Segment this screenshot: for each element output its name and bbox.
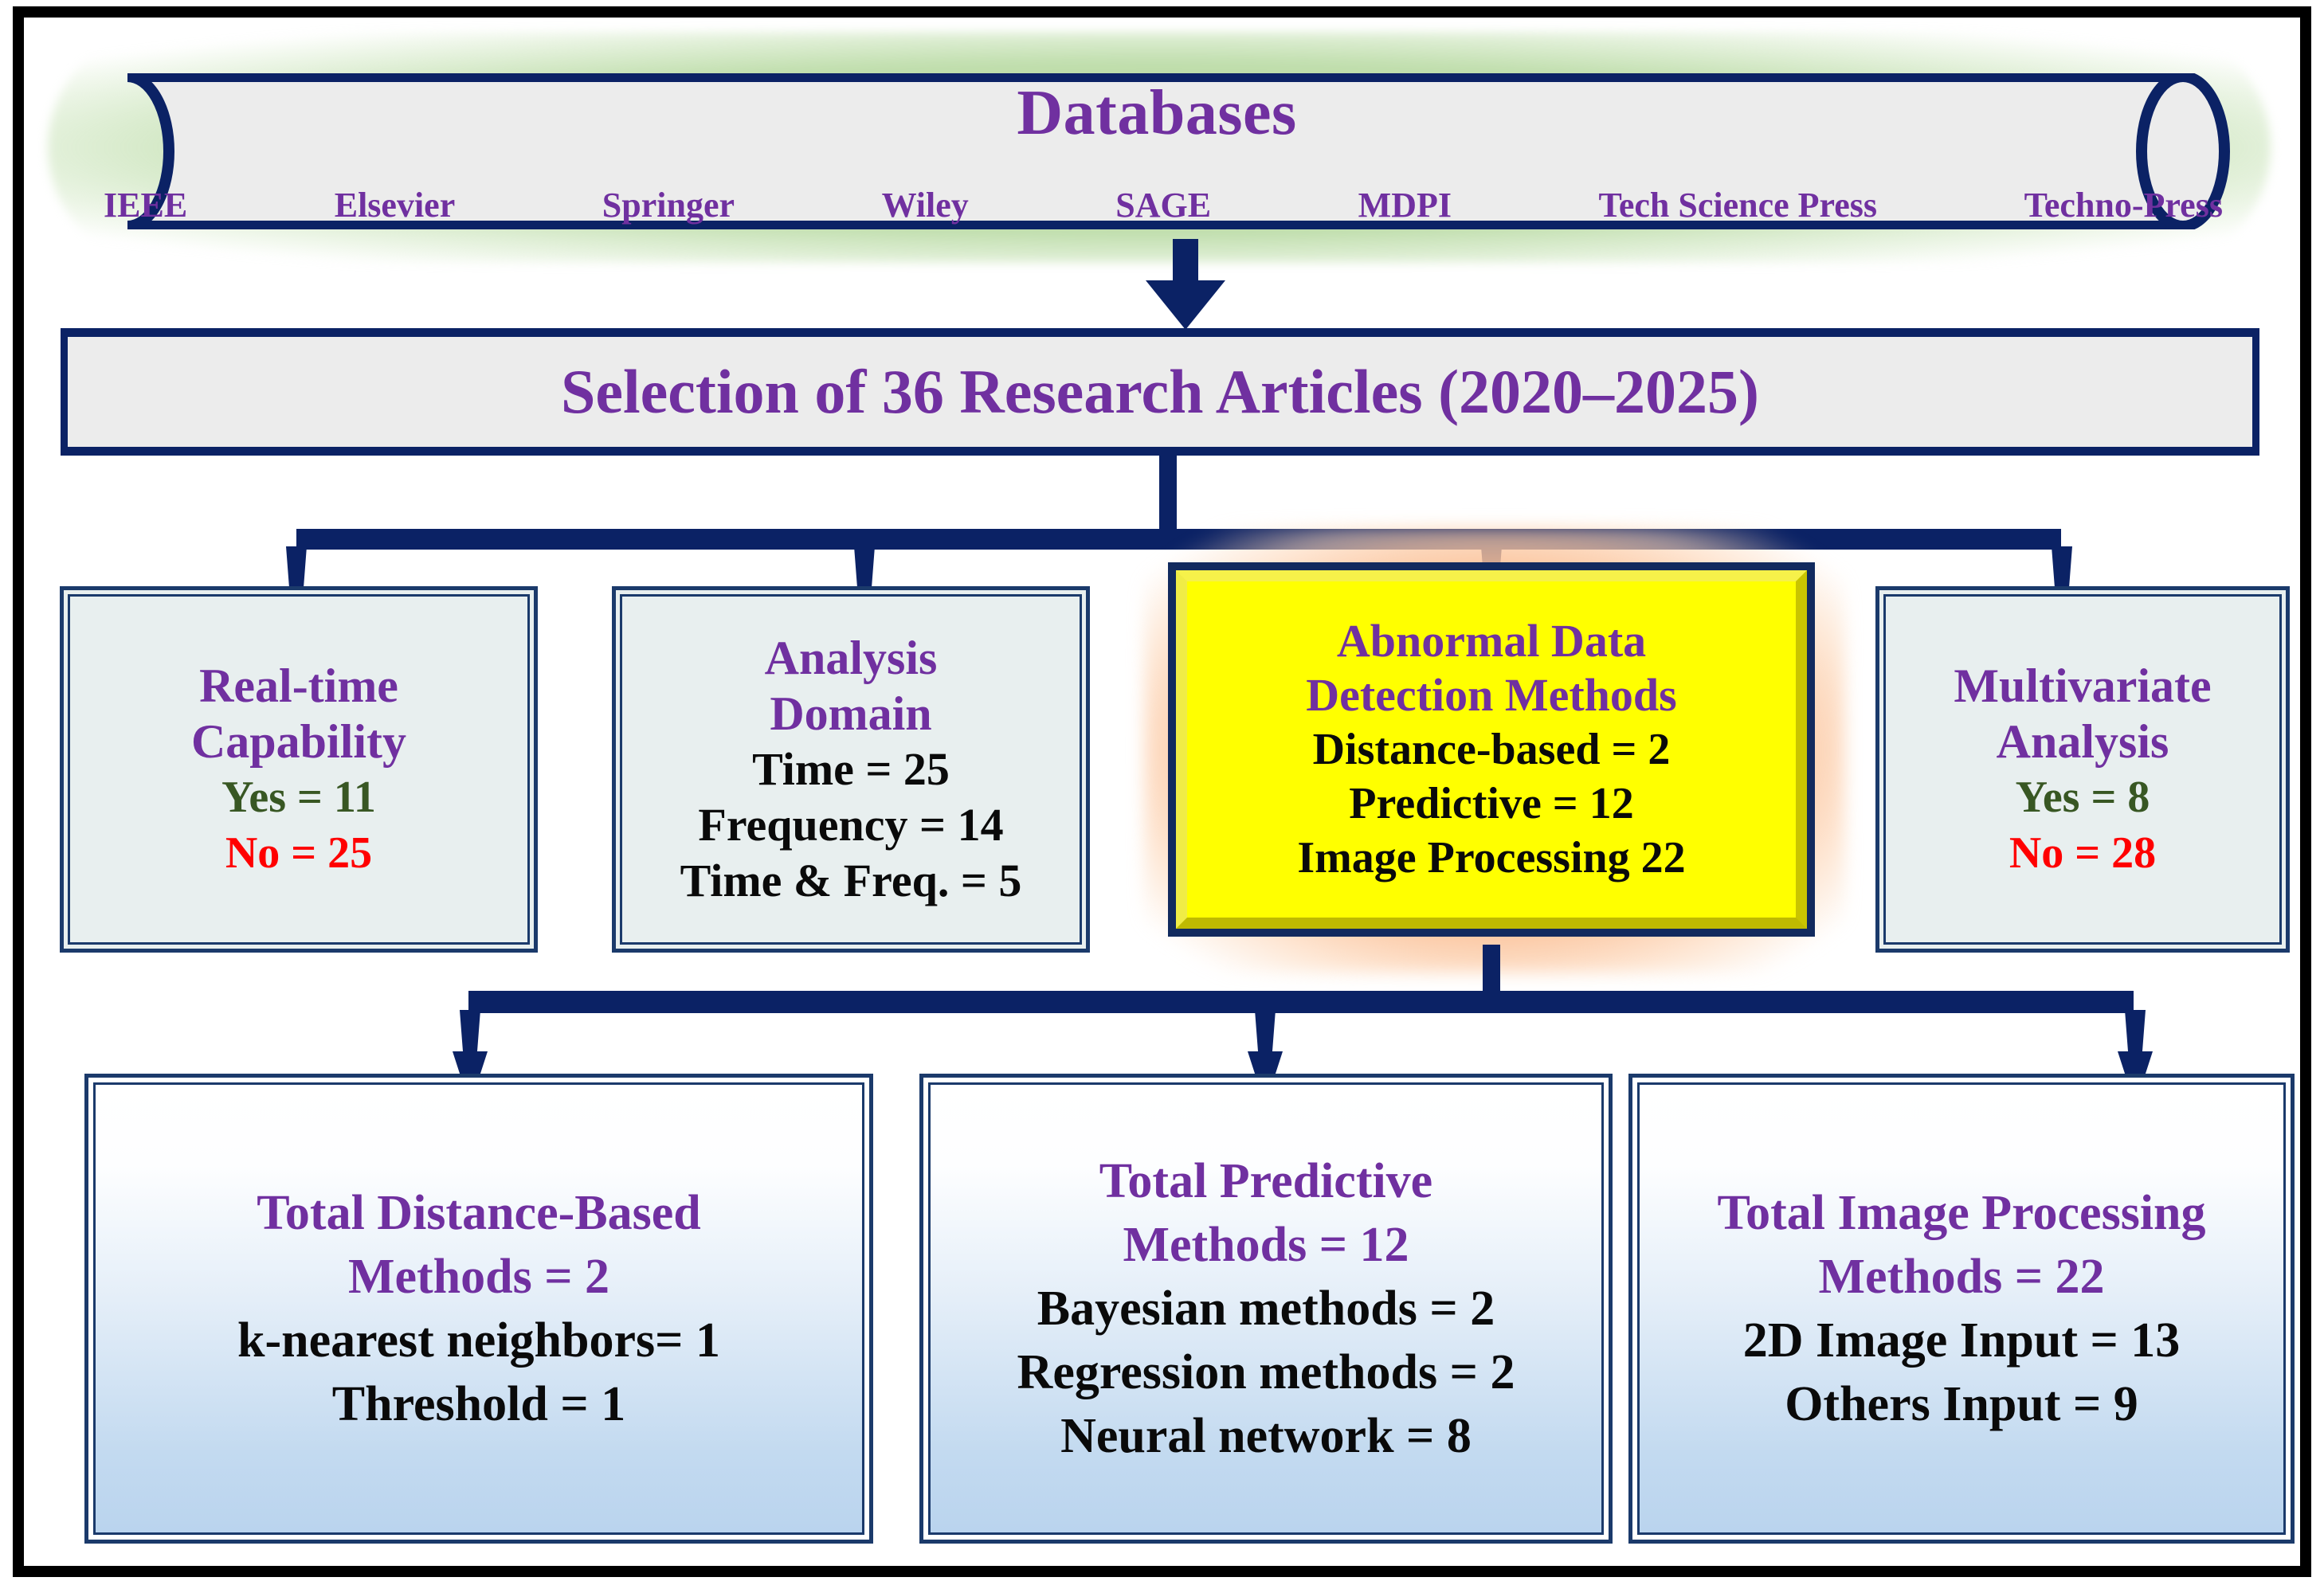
real-time-stat-yes: Yes = 11 xyxy=(221,773,376,822)
multivariate-stat-no: No = 28 xyxy=(2009,828,2157,878)
box-multivariate-analysis[interactable]: Multivariate Analysis Yes = 8 No = 28 xyxy=(1875,586,2290,953)
db-item-ieee: IEEE xyxy=(104,186,188,225)
abnormal-stat-image-processing: Image Processing 22 xyxy=(1297,833,1686,883)
box-analysis-domain[interactable]: Analysis Domain Time = 25 Frequency = 14… xyxy=(612,586,1090,953)
multivariate-stat-yes: Yes = 8 xyxy=(2015,773,2150,822)
arrow-to-total-predictive xyxy=(1240,1010,1291,1107)
predictive-stat-regression: Regression methods = 2 xyxy=(1017,1345,1515,1399)
imageproc-stat-others-input: Others Input = 9 xyxy=(1785,1377,2138,1431)
real-time-heading-2: Capability xyxy=(190,715,407,768)
multivariate-heading-2: Analysis xyxy=(1996,715,2169,768)
branch-stem-row1 xyxy=(1159,456,1177,529)
abnormal-heading-1: Abnormal Data xyxy=(1336,615,1647,667)
analysis-stat-frequency: Frequency = 14 xyxy=(698,799,1004,851)
db-item-tech-science-press: Tech Science Press xyxy=(1598,186,1878,225)
arrow-to-total-image-processing xyxy=(2110,1010,2161,1107)
db-item-sage: SAGE xyxy=(1115,186,1212,225)
analysis-heading-1: Analysis xyxy=(764,632,938,684)
selection-box: Selection of 36 Research Articles (2020–… xyxy=(61,328,2259,456)
predictive-stat-bayesian: Bayesian methods = 2 xyxy=(1037,1282,1495,1336)
distance-stat-threshold: Threshold = 1 xyxy=(331,1377,626,1431)
predictive-heading-2: Methods = 12 xyxy=(1123,1218,1409,1272)
abnormal-heading-2: Detection Methods xyxy=(1306,669,1677,721)
databases-cylinder-shape xyxy=(64,73,2250,229)
real-time-heading-1: Real-time xyxy=(199,659,398,712)
distance-heading-1: Total Distance-Based xyxy=(257,1186,701,1240)
imageproc-heading-2: Methods = 22 xyxy=(1818,1250,2105,1304)
box-total-distance-based-methods[interactable]: Total Distance-Based Methods = 2 k-neare… xyxy=(84,1074,873,1544)
multivariate-heading-1: Multivariate xyxy=(1954,659,2212,712)
analysis-stat-time-freq: Time & Freq. = 5 xyxy=(680,855,1022,906)
box-real-time-capability[interactable]: Real-time Capability Yes = 11 No = 25 xyxy=(60,586,538,953)
db-item-techno-press: Techno-Press xyxy=(2024,186,2223,225)
arrow-databases-to-selection xyxy=(1130,239,1241,331)
box-total-image-processing-methods[interactable]: Total Image Processing Methods = 22 2D I… xyxy=(1628,1074,2295,1544)
box-abnormal-data-detection-methods[interactable]: Abnormal Data Detection Methods Distance… xyxy=(1168,562,1815,937)
databases-title: Databases xyxy=(1017,78,1297,148)
predictive-stat-neural: Neural network = 8 xyxy=(1060,1409,1472,1463)
db-item-wiley: Wiley xyxy=(881,186,969,225)
box-total-predictive-methods[interactable]: Total Predictive Methods = 12 Bayesian m… xyxy=(919,1074,1613,1544)
db-item-mdpi: MDPI xyxy=(1358,186,1452,225)
analysis-heading-2: Domain xyxy=(770,687,932,740)
databases-list: IEEE Elsevier Springer Wiley SAGE MDPI T… xyxy=(104,185,2223,225)
analysis-stat-time: Time = 25 xyxy=(752,743,950,795)
selection-title: Selection of 36 Research Articles (2020–… xyxy=(560,357,1760,426)
distance-heading-2: Methods = 2 xyxy=(347,1250,610,1304)
imageproc-heading-1: Total Image Processing xyxy=(1717,1186,2206,1240)
distance-stat-knn: k-nearest neighbors= 1 xyxy=(237,1313,720,1368)
db-item-springer: Springer xyxy=(602,186,735,225)
arrow-to-total-distance-based xyxy=(445,1010,496,1107)
predictive-heading-1: Total Predictive xyxy=(1099,1154,1433,1208)
abnormal-stat-predictive: Predictive = 12 xyxy=(1349,779,1634,828)
branch-bus-row2 xyxy=(468,991,2134,1013)
db-item-elsevier: Elsevier xyxy=(334,186,456,225)
real-time-stat-no: No = 25 xyxy=(225,828,373,878)
abnormal-stat-distance-based: Distance-based = 2 xyxy=(1312,725,1671,774)
imageproc-stat-2d-input: 2D Image Input = 13 xyxy=(1742,1313,2181,1368)
